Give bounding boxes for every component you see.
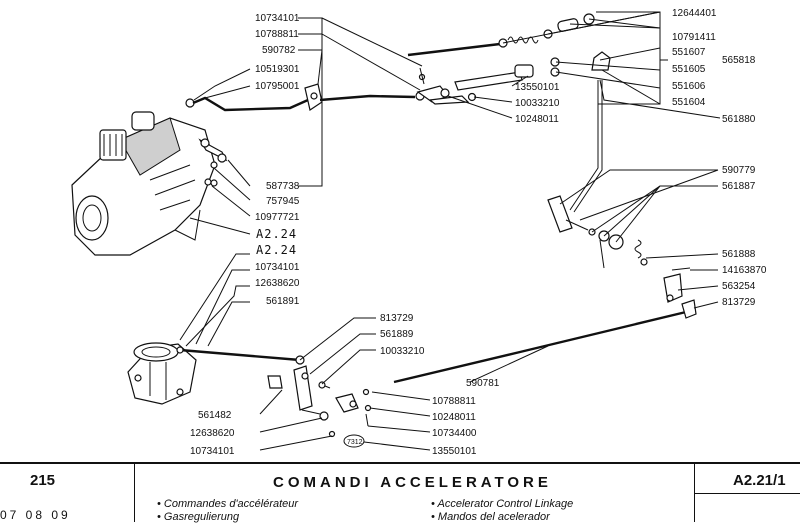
label-561889: 561889 — [380, 329, 414, 340]
page-title: COMANDI ACCELERATORE — [273, 474, 552, 491]
page-number-cell: 215 07 08 09 — [0, 464, 135, 522]
subtitle-english: • Accelerator Control Linkage — [431, 498, 574, 510]
label-813729-a: 813729 — [722, 297, 756, 308]
label-10788811-b: 10788811 — [432, 396, 476, 407]
label-10248011-a: 10248011 — [515, 114, 559, 125]
accelerator-pedal — [547, 80, 648, 269]
label-551607: 551607 — [672, 47, 706, 58]
label-10795001: 10795001 — [255, 81, 300, 92]
pump-lever-assembly — [198, 138, 228, 187]
label-561888: 561888 — [722, 249, 756, 260]
label-10977721: 10977721 — [255, 212, 300, 223]
label-590781: 590781 — [466, 378, 500, 389]
label-12638620-b: 12638620 — [190, 428, 235, 439]
exploded-parts-diagram: 7312 — [71, 8, 767, 457]
label-10519301: 10519301 — [255, 64, 300, 75]
ref-a2-24-1: A2.24 — [256, 227, 297, 241]
upper-linkage-rods — [185, 67, 477, 112]
leader-lines — [179, 11, 721, 451]
label-10734101-b: 10734101 — [255, 262, 300, 273]
throttle-body-illustration — [127, 342, 197, 405]
label-10734101-a: 10734101 — [255, 13, 300, 24]
label-14163870: 14163870 — [722, 265, 767, 276]
label-561880: 561880 — [722, 114, 756, 125]
title-block: 215 07 08 09 COMANDI ACCELERATORE • Comm… — [0, 462, 800, 523]
label-12644401: 12644401 — [672, 8, 717, 19]
lower-left-linkage — [176, 346, 372, 438]
label-10033210-a: 10033210 — [515, 98, 560, 109]
label-13550101-b: 13550101 — [432, 446, 477, 457]
revision-date: 07 08 09 — [0, 508, 71, 522]
subtitle-german: • Gasregulierung — [157, 511, 240, 523]
label-561891: 561891 — [266, 296, 300, 307]
page-number: 215 — [30, 472, 56, 489]
label-590782: 590782 — [262, 45, 296, 56]
title-cell: COMANDI ACCELERATORE • Commandes d'accél… — [135, 464, 695, 523]
label-10033210-b: 10033210 — [380, 346, 425, 357]
subtitle-spanish: • Mandos del acelerador — [431, 511, 550, 523]
label-561482: 561482 — [198, 410, 232, 421]
label-551604: 551604 — [672, 97, 706, 108]
label-561887: 561887 — [722, 181, 756, 192]
label-10788811-a: 10788811 — [255, 29, 299, 40]
label-551605: 551605 — [672, 64, 706, 75]
section-reference: A2.21/1 — [733, 472, 786, 489]
label-813729-b: 813729 — [380, 313, 414, 324]
label-563254: 563254 — [722, 281, 756, 292]
label-10248011-b: 10248011 — [432, 412, 476, 423]
label-551606: 551606 — [672, 81, 706, 92]
ref-a2-24-2: A2.24 — [256, 243, 297, 257]
label-10791411: 10791411 — [672, 32, 716, 43]
label-13550101-a: 13550101 — [515, 82, 560, 93]
label-587738: 587738 — [266, 181, 300, 192]
label-12638620-a: 12638620 — [255, 278, 300, 289]
label-10734101-c: 10734101 — [190, 446, 235, 457]
drawing-stamp: 7312 — [347, 439, 363, 446]
pedal-rod-and-spring — [407, 13, 611, 91]
subtitle-french: • Commandes d'accélérateur — [157, 498, 299, 510]
label-10734400: 10734400 — [432, 428, 477, 439]
part-number-labels: 10734101 10788811 590782 10519301 107950… — [190, 8, 767, 457]
label-757945: 757945 — [266, 196, 300, 207]
reference-cell: A2.21/1 — [695, 464, 800, 522]
lower-right-linkage — [393, 267, 697, 384]
label-565818: 565818 — [722, 55, 756, 66]
injection-pump-illustration — [71, 111, 216, 256]
label-590779: 590779 — [722, 165, 756, 176]
